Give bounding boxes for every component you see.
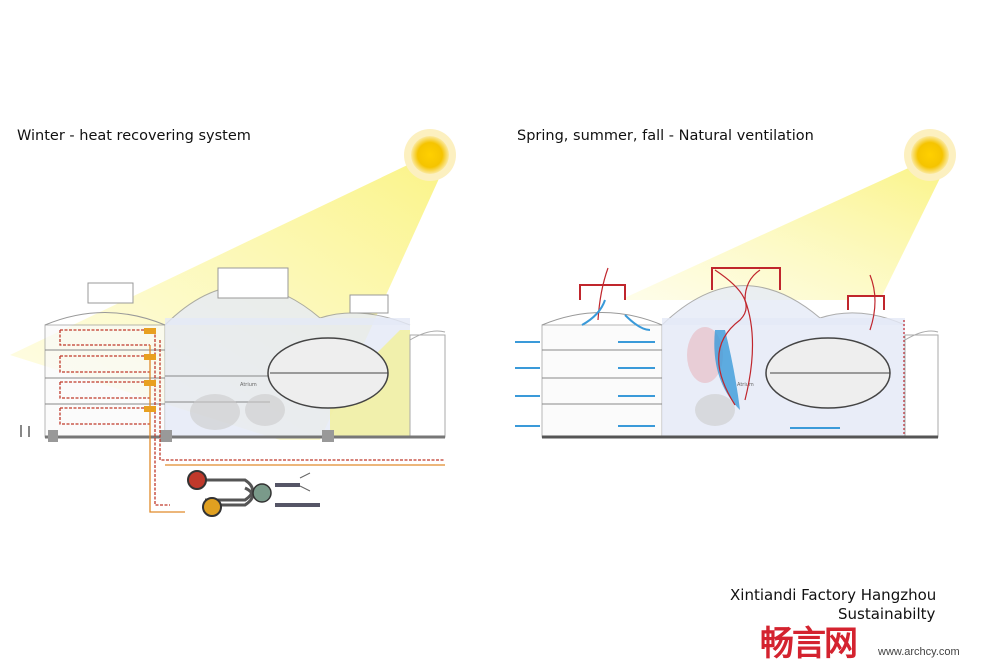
- stack-airflow: [714, 330, 740, 410]
- watermark-url: www.archcy.com: [878, 646, 960, 658]
- winter-panel-title: Winter - heat recovering system: [17, 128, 251, 144]
- sunlight-beam: [620, 165, 945, 300]
- heat-recovery-ducts: [59, 329, 445, 506]
- ventilation-panel-title: Spring, summer, fall - Natural ventilati…: [517, 128, 814, 144]
- airflow-arrows: [515, 299, 840, 429]
- project-subtitle: Sustainabilty: [838, 605, 936, 623]
- ventilation-section: Atrium: [515, 129, 956, 440]
- atrium-label: Atrium: [737, 382, 754, 388]
- fan-icon: [202, 497, 222, 517]
- fan-icon: [187, 470, 207, 490]
- watermark-logo: 畅言网: [760, 624, 858, 664]
- winter-section: Atrium: [10, 129, 456, 517]
- heat-exchanger-unit: [187, 470, 320, 517]
- project-title: Xintiandi Factory Hangzhou: [730, 586, 937, 604]
- atrium-label: Atrium: [240, 382, 257, 388]
